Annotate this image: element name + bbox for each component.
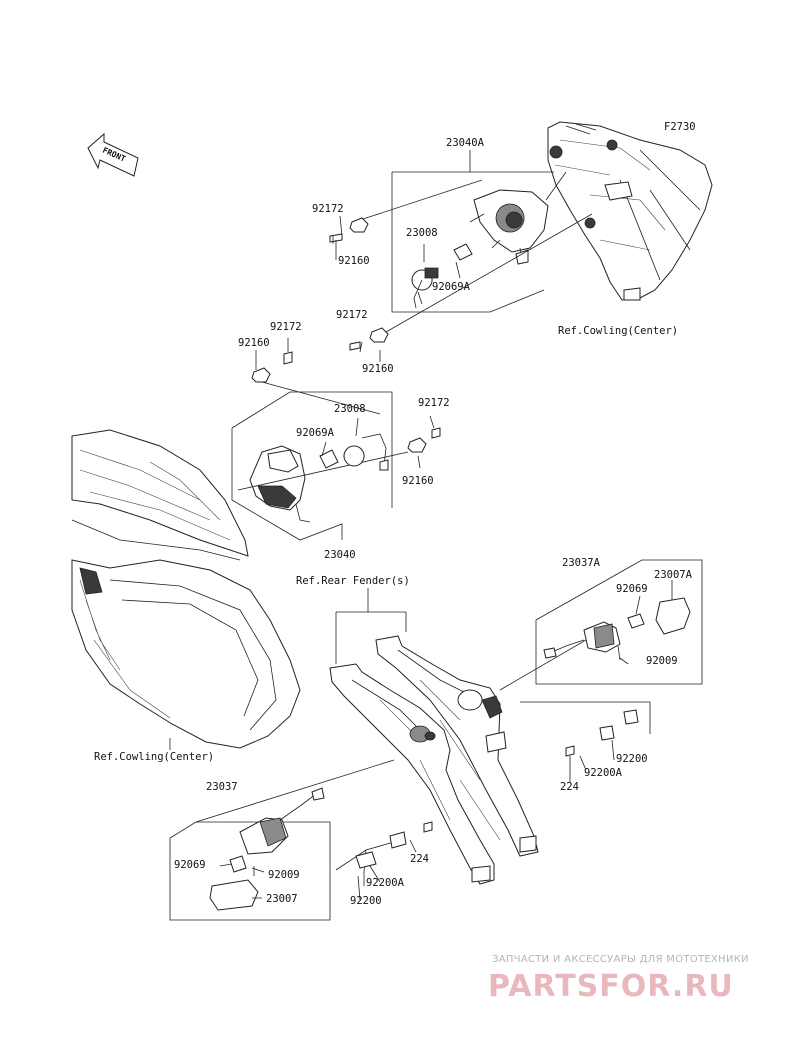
label-92200-b: 92200 (350, 895, 382, 907)
bulb-92069A-a (453, 243, 473, 261)
cowling-center-top (547, 121, 713, 301)
label-92200-a: 92200 (616, 753, 648, 765)
diagram-code: F2730 (664, 121, 696, 133)
label-ref-cowling-top: Ref.Cowling(Center) (558, 325, 678, 337)
label-23037: 23037 (206, 781, 238, 793)
label-224-a: 224 (560, 781, 579, 793)
label-92009-b: 92009 (268, 869, 300, 881)
label-92172-c: 92172 (270, 321, 302, 333)
turn-signal-23037 (209, 787, 325, 911)
label-224-b: 224 (410, 853, 429, 865)
label-92200A-a: 92200A (584, 767, 623, 779)
label-92160-c: 92160 (238, 337, 270, 349)
label-23037A: 23037A (562, 557, 601, 569)
label-92069-b: 92069 (174, 859, 206, 871)
watermark-brand: PARTSFOR.RU (488, 969, 734, 1004)
watermark-subtitle: ЗАПЧАСТИ И АКСЕССУАРЫ ДЛЯ МОТОТЕХНИКИ (492, 954, 749, 965)
label-92200A-b: 92200A (366, 877, 405, 889)
turn-signal-23040 (249, 445, 311, 523)
label-23008-b: 23008 (334, 403, 366, 415)
label-92172-b: 92172 (336, 309, 368, 321)
nut-92160-a (349, 217, 369, 233)
label-92172-d: 92172 (418, 397, 450, 409)
label-ref-cowling-bottom: Ref.Cowling(Center) (94, 751, 214, 763)
label-23040: 23040 (324, 549, 356, 561)
label-23007A: 23007A (654, 569, 693, 581)
front-arrow-icon: FRONT (87, 132, 139, 177)
label-ref-rear-fender: Ref.Rear Fender(s) (296, 575, 410, 587)
turn-signal-23040A (469, 171, 567, 265)
label-23008-a: 23008 (406, 227, 438, 239)
turn-signal-23037A (543, 597, 691, 661)
label-92160-b: 92160 (362, 363, 394, 375)
label-92172-a: 92172 (312, 203, 344, 215)
label-92069-a: 92069 (616, 583, 648, 595)
label-92069A-b: 92069A (296, 427, 335, 439)
label-23007: 23007 (266, 893, 298, 905)
label-92160-a: 92160 (338, 255, 370, 267)
label-23040A: 23040A (446, 137, 485, 149)
rear-fender-bracket (329, 635, 539, 885)
cowling-center-bottom (71, 429, 301, 749)
label-92009-a: 92009 (646, 655, 678, 667)
label-92069A-a: 92069A (432, 281, 471, 293)
label-92160-d: 92160 (402, 475, 434, 487)
